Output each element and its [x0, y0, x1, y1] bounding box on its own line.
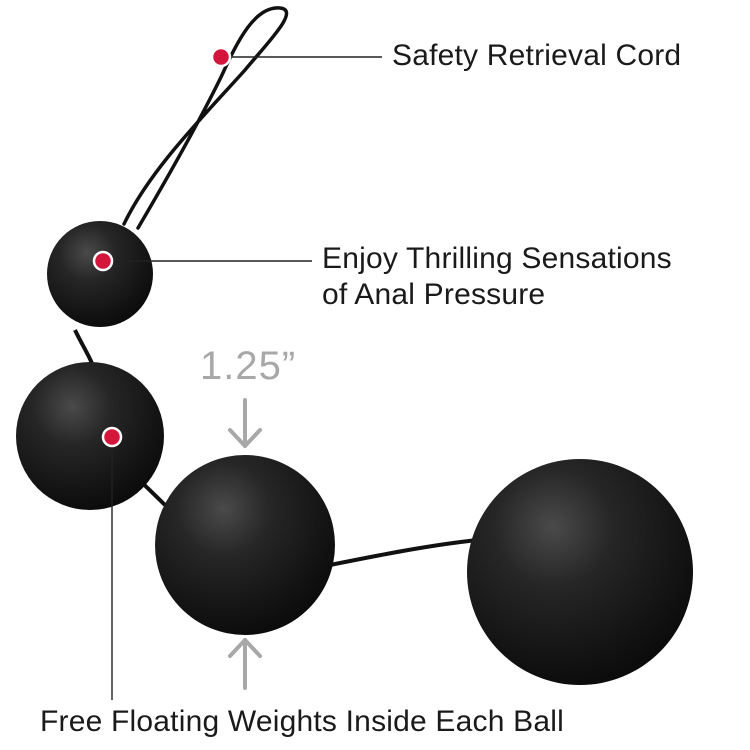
marker-dot-weights: [101, 426, 123, 448]
marker-dot-sensations: [92, 250, 114, 272]
ball-large: [467, 459, 693, 685]
dimension-label: 1.25”: [200, 344, 297, 388]
ball-second: [16, 362, 164, 510]
retrieval-cord-loop: [122, 6, 289, 230]
dimension-arrow-up-icon: [228, 638, 262, 690]
label-free-floating-weights: Free Floating Weights Inside Each Ball: [40, 705, 564, 738]
dimension-arrow-down-icon: [228, 398, 262, 448]
ball-third: [155, 455, 335, 635]
label-thrilling-sensations-line2: of Anal Pressure: [322, 278, 546, 311]
marker-dot-cord: [210, 46, 232, 68]
label-safety-retrieval-cord: Safety Retrieval Cord: [392, 39, 682, 72]
connecting-cord: [329, 538, 479, 567]
label-thrilling-sensations: Enjoy Thrilling Sensations of Anal Press…: [322, 241, 672, 313]
ball-top: [47, 221, 153, 327]
label-thrilling-sensations-line1: Enjoy Thrilling Sensations: [322, 242, 672, 275]
